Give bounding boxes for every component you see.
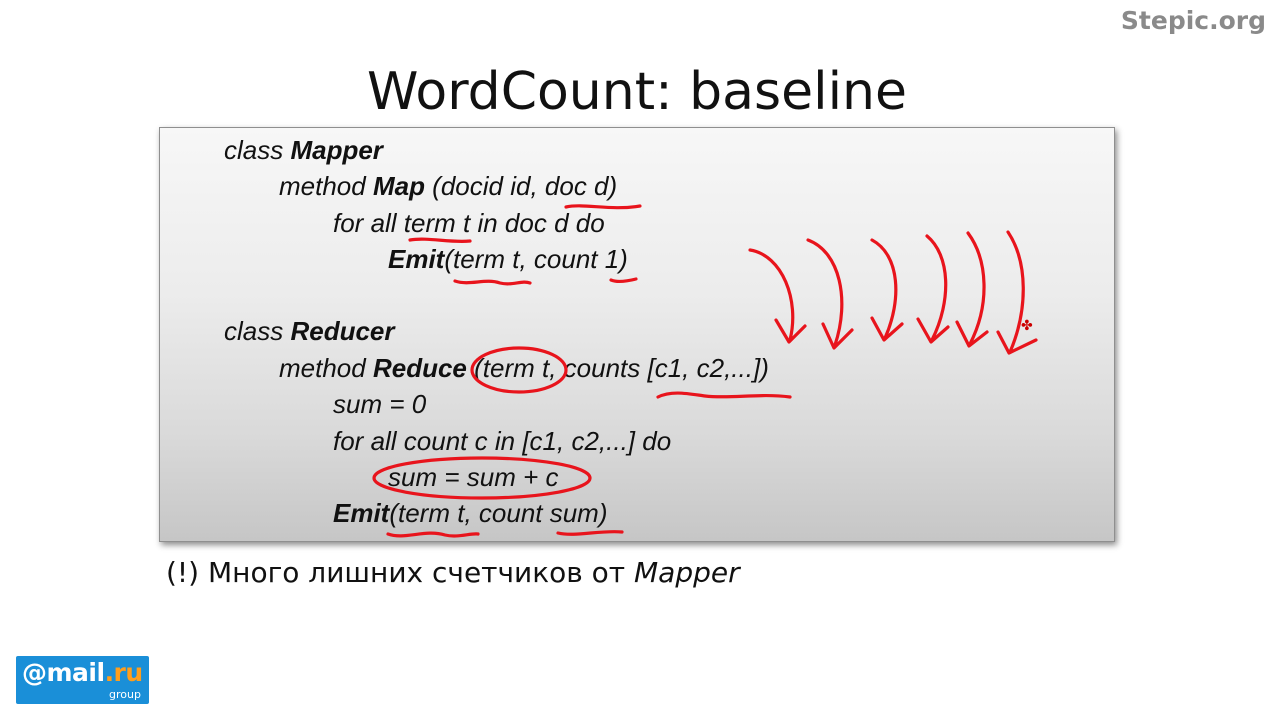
reduce-init-line: sum = 0 [333, 389, 427, 419]
logo-main-text: @mail [22, 658, 105, 687]
reduce-emit-line: Emit(term t, count sum) [333, 498, 608, 529]
map-emit-name: Emit [388, 244, 445, 274]
note-emphasis: Mapper [634, 556, 740, 589]
mapper-class-line: class Mapper [224, 135, 383, 166]
map-method-name: Map [372, 171, 425, 201]
reduce-method-line: method Reduce (term t, counts [c1, c2,..… [279, 353, 769, 384]
crosshair-cursor-icon: ✤ [1021, 318, 1033, 334]
reduce-body-line: sum = sum + c [388, 462, 559, 492]
mapper-class-name: Mapper [290, 135, 383, 165]
map-emit-args: (term t, count 1) [444, 244, 628, 274]
logo-ru-text: .ru [104, 658, 144, 687]
slide-note: (!) Много лишних счетчиков от Mapper [166, 556, 740, 589]
map-emit-line: Emit(term t, count 1) [388, 244, 628, 275]
keyword-method: method [279, 353, 373, 383]
keyword-class: class [224, 135, 291, 165]
map-method-line: method Map (docid id, doc d) [279, 171, 617, 202]
logo-sub-text: group [109, 688, 141, 701]
reduce-method-name: Reduce [372, 353, 467, 383]
logo-wordmark: @mail.ru [22, 658, 143, 687]
mailru-group-logo: @mail.ru group [16, 656, 149, 704]
reducer-class-line: class Reducer [224, 316, 395, 347]
reduce-emit-args: (term t, count sum) [389, 498, 608, 528]
note-text: (!) Много лишних счетчиков от [166, 556, 635, 589]
reduce-loop-line: for all count c in [c1, c2,...] do [333, 426, 672, 456]
keyword-method: method [279, 171, 373, 201]
reducer-class-name: Reducer [290, 316, 395, 346]
slide-title: WordCount: baseline [367, 62, 907, 122]
keyword-class: class [224, 316, 291, 346]
stepic-watermark: Stepic.org [1120, 6, 1266, 35]
map-loop-line: for all term t in doc d do [333, 208, 605, 238]
reduce-method-args: (term t, counts [c1, c2,...]) [466, 353, 769, 383]
map-method-args: (docid id, doc d) [424, 171, 618, 201]
reduce-emit-name: Emit [333, 498, 390, 528]
